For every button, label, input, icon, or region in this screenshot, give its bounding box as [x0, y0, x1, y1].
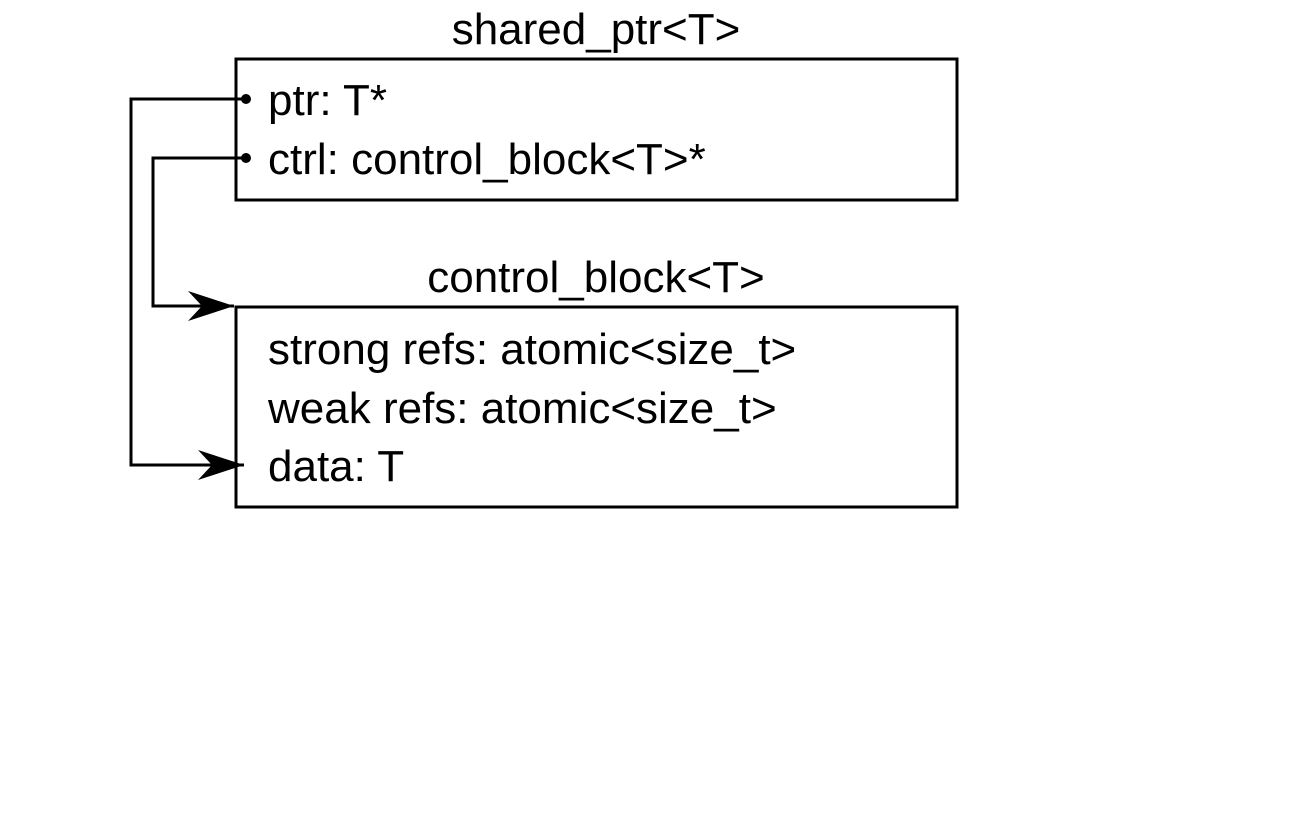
- ptr-pointer-arrow: [129, 97, 246, 480]
- shared-ptr-box: [234, 57, 959, 202]
- ptr-pointer-connector: [129, 94, 251, 480]
- control-block-title: control_block<T>: [427, 253, 765, 302]
- shared-ptr-struct: shared_ptr<T> ptr: T* ctrl: control_bloc…: [234, 5, 959, 202]
- field-data: data: T: [268, 442, 404, 491]
- shared-ptr-title: shared_ptr<T>: [452, 5, 741, 54]
- control-block-box: [234, 305, 959, 509]
- field-weak-refs: weak refs: atomic<size_t>: [267, 384, 777, 433]
- control-block-struct: control_block<T> strong refs: atomic<siz…: [234, 253, 959, 509]
- field-strong-refs: strong refs: atomic<size_t>: [268, 325, 796, 374]
- ctrl-pointer-arrow: [151, 156, 246, 321]
- field-ctrl: ctrl: control_block<T>*: [268, 135, 706, 184]
- ctrl-pointer-connector: [151, 153, 251, 321]
- field-ptr: ptr: T*: [268, 76, 387, 125]
